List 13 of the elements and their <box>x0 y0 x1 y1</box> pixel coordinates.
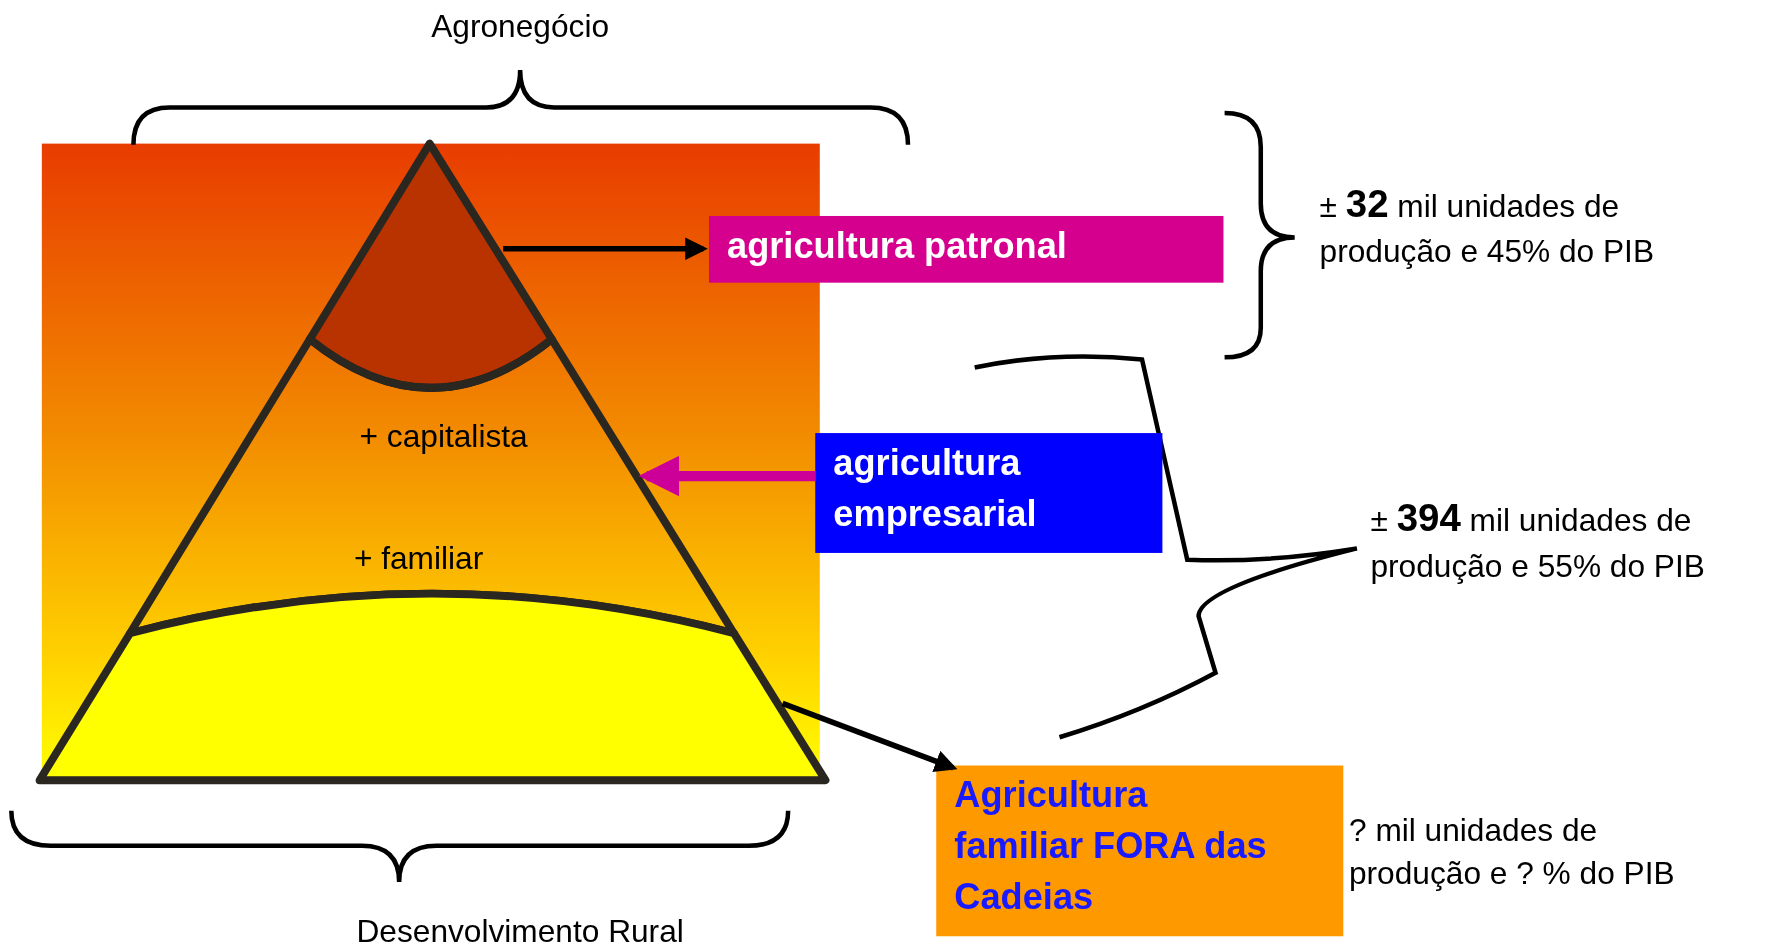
band-label: + familiar <box>353 540 484 577</box>
category-box: agricultura empresarial <box>815 433 1163 553</box>
arrow <box>503 237 708 261</box>
note-text: ± 32 mil unidades de produção e 45% do PIB <box>1319 181 1655 271</box>
arrow <box>638 455 816 497</box>
note-text: ? mil unidades de produção e ? % do PIB <box>1348 812 1676 893</box>
arrow <box>781 700 958 772</box>
heading: Agronegócio <box>430 8 611 47</box>
category-box: agricultura patronal <box>708 215 1224 283</box>
category-box: Agricultura familiar FORA das Cadeias <box>936 765 1344 937</box>
band-label: + capitalista <box>359 418 528 455</box>
heading: Desenvolvimento Rural <box>355 912 685 947</box>
note-text: ± 394 mil unidades de produção e 55% do PIB <box>1370 495 1706 586</box>
